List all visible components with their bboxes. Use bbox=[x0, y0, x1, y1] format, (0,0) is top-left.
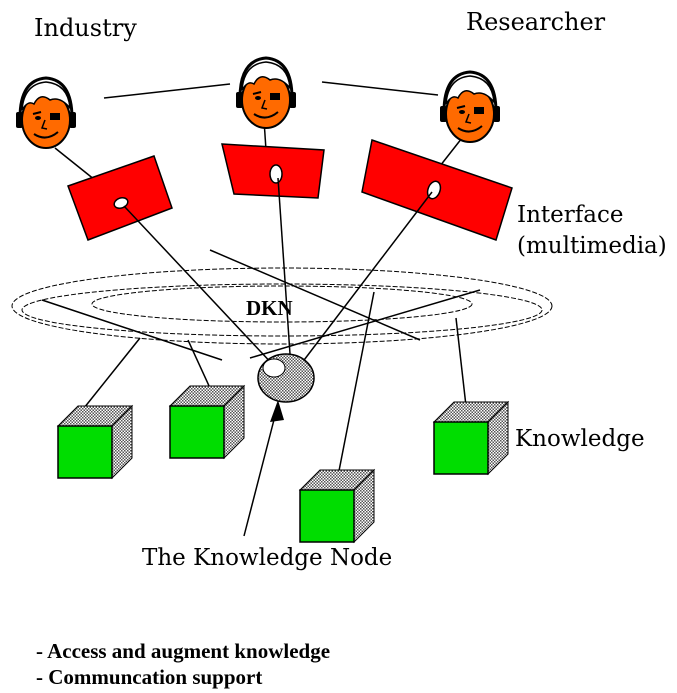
knowledge-cube-3 bbox=[433, 401, 509, 475]
knowledge-node-arrow bbox=[243, 400, 284, 537]
bullet-item: - Access and augment knowledge bbox=[36, 639, 331, 663]
researcher-label: Researcher bbox=[466, 8, 606, 36]
knowledge-cube-1 bbox=[57, 405, 133, 479]
interface-label: Interface (multimedia) bbox=[517, 200, 667, 262]
people-links bbox=[103, 81, 439, 99]
knowledge-label: Knowledge bbox=[515, 426, 645, 452]
dkn-label: DKN bbox=[246, 296, 293, 320]
industry-person-icon bbox=[14, 76, 78, 150]
bullet-list: - Access and augment knowledge - Communc… bbox=[36, 638, 330, 690]
knowledge-cube-4 bbox=[299, 469, 375, 543]
center-person-icon bbox=[234, 56, 298, 130]
knowledge-cube-2 bbox=[169, 385, 245, 459]
interface-panel-center bbox=[221, 143, 325, 199]
bullet-item: - Communcation support bbox=[36, 665, 263, 689]
dkn-network-rings bbox=[11, 267, 553, 345]
knowledge-node bbox=[257, 353, 315, 403]
interface-panel-right bbox=[361, 139, 513, 241]
knowledge-node-label: The Knowledge Node bbox=[142, 545, 393, 571]
interface-label-line2: (multimedia) bbox=[517, 233, 667, 259]
ring-to-knowledge-links bbox=[83, 291, 467, 477]
interface-label-line1: Interface bbox=[517, 202, 624, 228]
interface-panel-left bbox=[67, 155, 173, 241]
industry-label: Industry bbox=[34, 14, 137, 42]
interface-to-node-links bbox=[41, 177, 481, 369]
researcher-person-icon bbox=[438, 70, 502, 144]
